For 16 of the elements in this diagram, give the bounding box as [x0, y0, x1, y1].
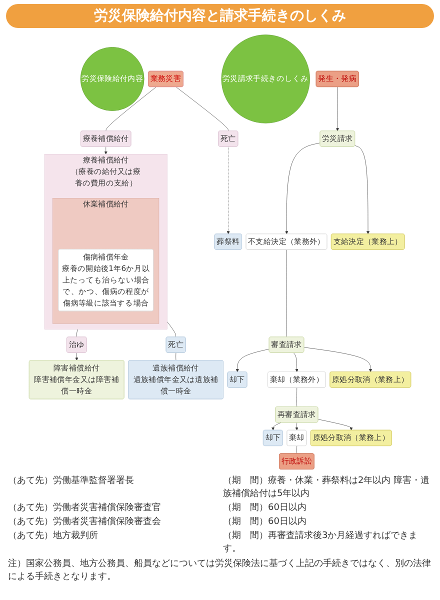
- title-banner: 労災保険給付内容と請求手続きのしくみ: [6, 4, 434, 28]
- note-text: （期 間）60日以内: [223, 516, 308, 528]
- connector: [166, 322, 176, 338]
- note-text: （期 間）療養・休業・葬祭料は2年以内 障害・遺族補償給付は5年以内: [223, 474, 431, 500]
- note-text: （期 間）再審査請求後3か月経過すればできます。: [223, 530, 419, 555]
- connector: [296, 446, 298, 454]
- note-text: （あて先）労働基準監督署署長: [8, 474, 135, 488]
- connector: [176, 86, 229, 132]
- connector: [296, 388, 298, 408]
- note-text: （あて先）労働者災害補償保険審査会: [8, 516, 162, 528]
- connector: [76, 329, 78, 338]
- connector: [106, 86, 156, 132]
- footnote: 注）国家公務員、地方公務員、船員などについては労災保険法に基づく上記の手続きではなく、別の法律による手続きとなります。: [8, 558, 432, 583]
- note-text: （期 間）60日以内: [223, 502, 308, 514]
- note-text: （あて先）労働者災害補償保険審査官: [8, 502, 162, 514]
- note-text: （あて先）地方裁判所: [8, 530, 99, 543]
